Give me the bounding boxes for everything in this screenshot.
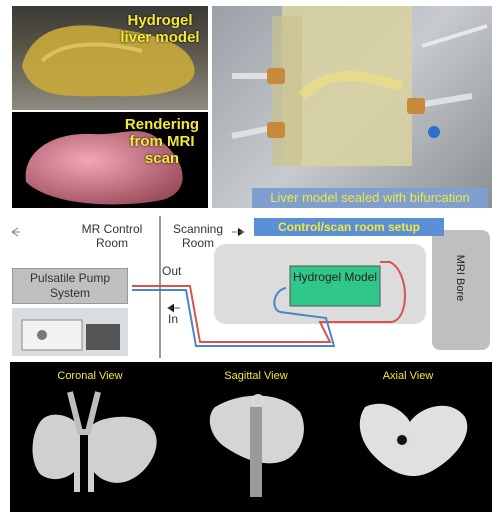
mri-views-svg: [32, 391, 468, 497]
in-arrow: [167, 303, 180, 313]
axial-shape: [359, 403, 468, 477]
pump-system-box: Pulsatile Pump System: [12, 268, 128, 304]
hydrogel-liver-shape: [22, 25, 195, 97]
coronal-shape: [32, 414, 157, 492]
scanning-room-label: Scanning Room: [172, 222, 224, 250]
mri-bore-label: MRI Bore: [454, 254, 466, 302]
pump-photo-shape: [21, 319, 120, 351]
left-arrow-head: [11, 227, 19, 237]
mr-control-room-label: MR Control Room: [81, 222, 143, 250]
mri-bore-shape: [432, 230, 490, 350]
hydrogel-model-box: [289, 265, 381, 307]
out-label: Out: [162, 264, 182, 278]
in-label: In: [168, 312, 179, 326]
out-line: [132, 261, 406, 343]
setup-diagram-svg: [11, 216, 490, 358]
setup-title: Control/scan room setup: [254, 218, 444, 236]
mri-rendering-photo: Rendering from MRI scan: [12, 112, 208, 208]
sealed-model-photo: [212, 6, 492, 208]
mri-views: Coronal View Sagittal View Axial View: [10, 362, 492, 512]
right-arrow: [232, 227, 245, 237]
sealed-model-shape: [231, 6, 488, 166]
coronal-view-label: Coronal View: [57, 370, 123, 382]
setup-diagram: MR Control Room Scanning Room Control/sc…: [0, 212, 500, 360]
mri-rendering-shape: [25, 131, 183, 205]
sagittal-view-label: Sagittal View: [224, 370, 288, 382]
axial-view-label: Axial View: [382, 370, 434, 382]
hydrogel-liver-label: Hydrogel liver model: [120, 12, 200, 46]
rendering-label: Rendering from MRI scan: [124, 116, 200, 167]
sealed-model-caption: Liver model sealed with bifurcation: [252, 188, 488, 208]
hydrogel-model-label: Hydrogel Model: [292, 270, 378, 284]
hydrogel-liver-photo: Hydrogel liver model: [12, 6, 208, 110]
in-line: [132, 287, 336, 347]
pump-photo: [12, 308, 128, 356]
